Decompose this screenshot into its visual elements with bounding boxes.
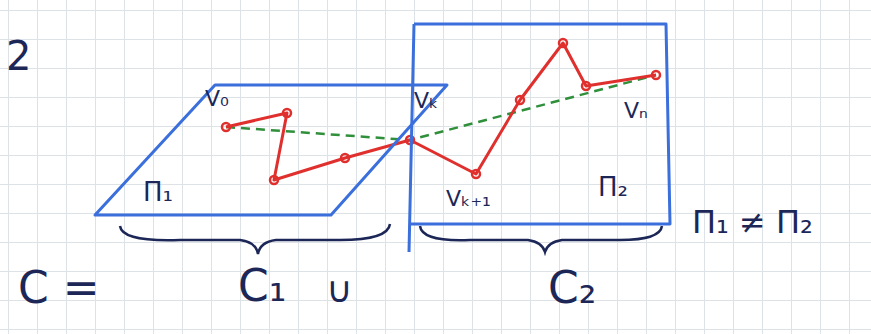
vertex-dot xyxy=(222,123,230,131)
math-label: ∪ xyxy=(326,272,352,308)
math-label: Π₁ ≠ Π₂ xyxy=(692,206,813,238)
vertex-dot xyxy=(341,154,349,162)
vertex-dot xyxy=(559,39,567,47)
plane-label: Π₂ xyxy=(598,174,628,200)
brace xyxy=(120,224,390,254)
plane-region: Π₁ xyxy=(93,83,449,217)
plane-border xyxy=(409,24,670,252)
math-label: C₁ xyxy=(238,264,286,308)
math-label: C = xyxy=(18,266,100,310)
plane-label: Π₁ xyxy=(143,179,173,205)
polygonal-chain xyxy=(226,43,656,180)
math-label: 2 xyxy=(6,36,31,76)
math-label: C₂ xyxy=(548,266,596,310)
vertex-dot xyxy=(652,71,660,79)
brace xyxy=(420,226,662,252)
plane-outline xyxy=(406,22,674,254)
vertex-dot xyxy=(270,176,278,184)
math-label: Vₖ₊₁ xyxy=(446,188,491,210)
vertex-dot xyxy=(516,96,524,104)
vertex-dot xyxy=(582,82,590,90)
math-label: Vₖ xyxy=(414,90,438,112)
vertex-dot xyxy=(472,170,480,178)
math-label: V₀ xyxy=(205,88,229,110)
math-label: Vₙ xyxy=(624,100,648,122)
vertex-dot xyxy=(283,109,291,117)
chain-vertices xyxy=(222,39,660,184)
plane-region: Π₂ xyxy=(406,22,674,254)
plane-border xyxy=(95,85,447,215)
